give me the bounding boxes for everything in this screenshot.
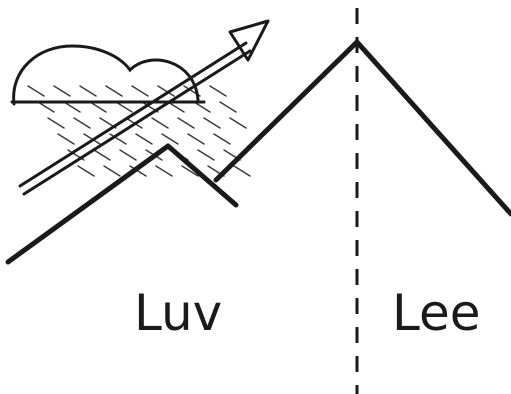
rain-stroke [106, 86, 122, 96]
rain-hatching [28, 86, 250, 176]
foothill-ridge [8, 146, 236, 262]
mountain-profile [8, 42, 511, 262]
rain-stroke [210, 86, 226, 96]
rain-stroke [220, 102, 236, 112]
rain-stroke [204, 118, 220, 128]
rain-stroke [178, 118, 194, 128]
rain-stroke [78, 166, 94, 176]
windward-label: Luv [134, 284, 222, 342]
rain-stroke [80, 86, 96, 96]
rain-stroke [208, 166, 224, 176]
wind-arrow-shaft-lower [24, 51, 250, 194]
wind-arrow-shaft-upper [20, 43, 246, 186]
rain-stroke [58, 134, 74, 144]
rain-stroke [28, 86, 44, 96]
rain-stroke [198, 150, 214, 160]
wind-arrowhead [230, 21, 268, 60]
main-peak-ridge [216, 42, 511, 214]
rain-stroke [104, 166, 120, 176]
rain-stroke [120, 150, 136, 160]
rain-stroke [224, 150, 240, 160]
rain-stroke [188, 134, 204, 144]
rain-stroke [132, 86, 148, 96]
cloud-icon [12, 46, 204, 104]
rain-stroke [94, 150, 110, 160]
rain-stroke [156, 166, 172, 176]
rain-stroke [152, 118, 168, 128]
rain-stroke [74, 118, 90, 128]
rain-stroke [162, 134, 178, 144]
rain-stroke [54, 86, 70, 96]
rain-stroke [230, 118, 246, 128]
cloud-outline [14, 46, 198, 104]
rain-stroke [136, 134, 152, 144]
leeward-label: Lee [392, 284, 481, 342]
rain-stroke [214, 134, 230, 144]
rain-stroke [234, 166, 250, 176]
rain-stroke [48, 118, 64, 128]
